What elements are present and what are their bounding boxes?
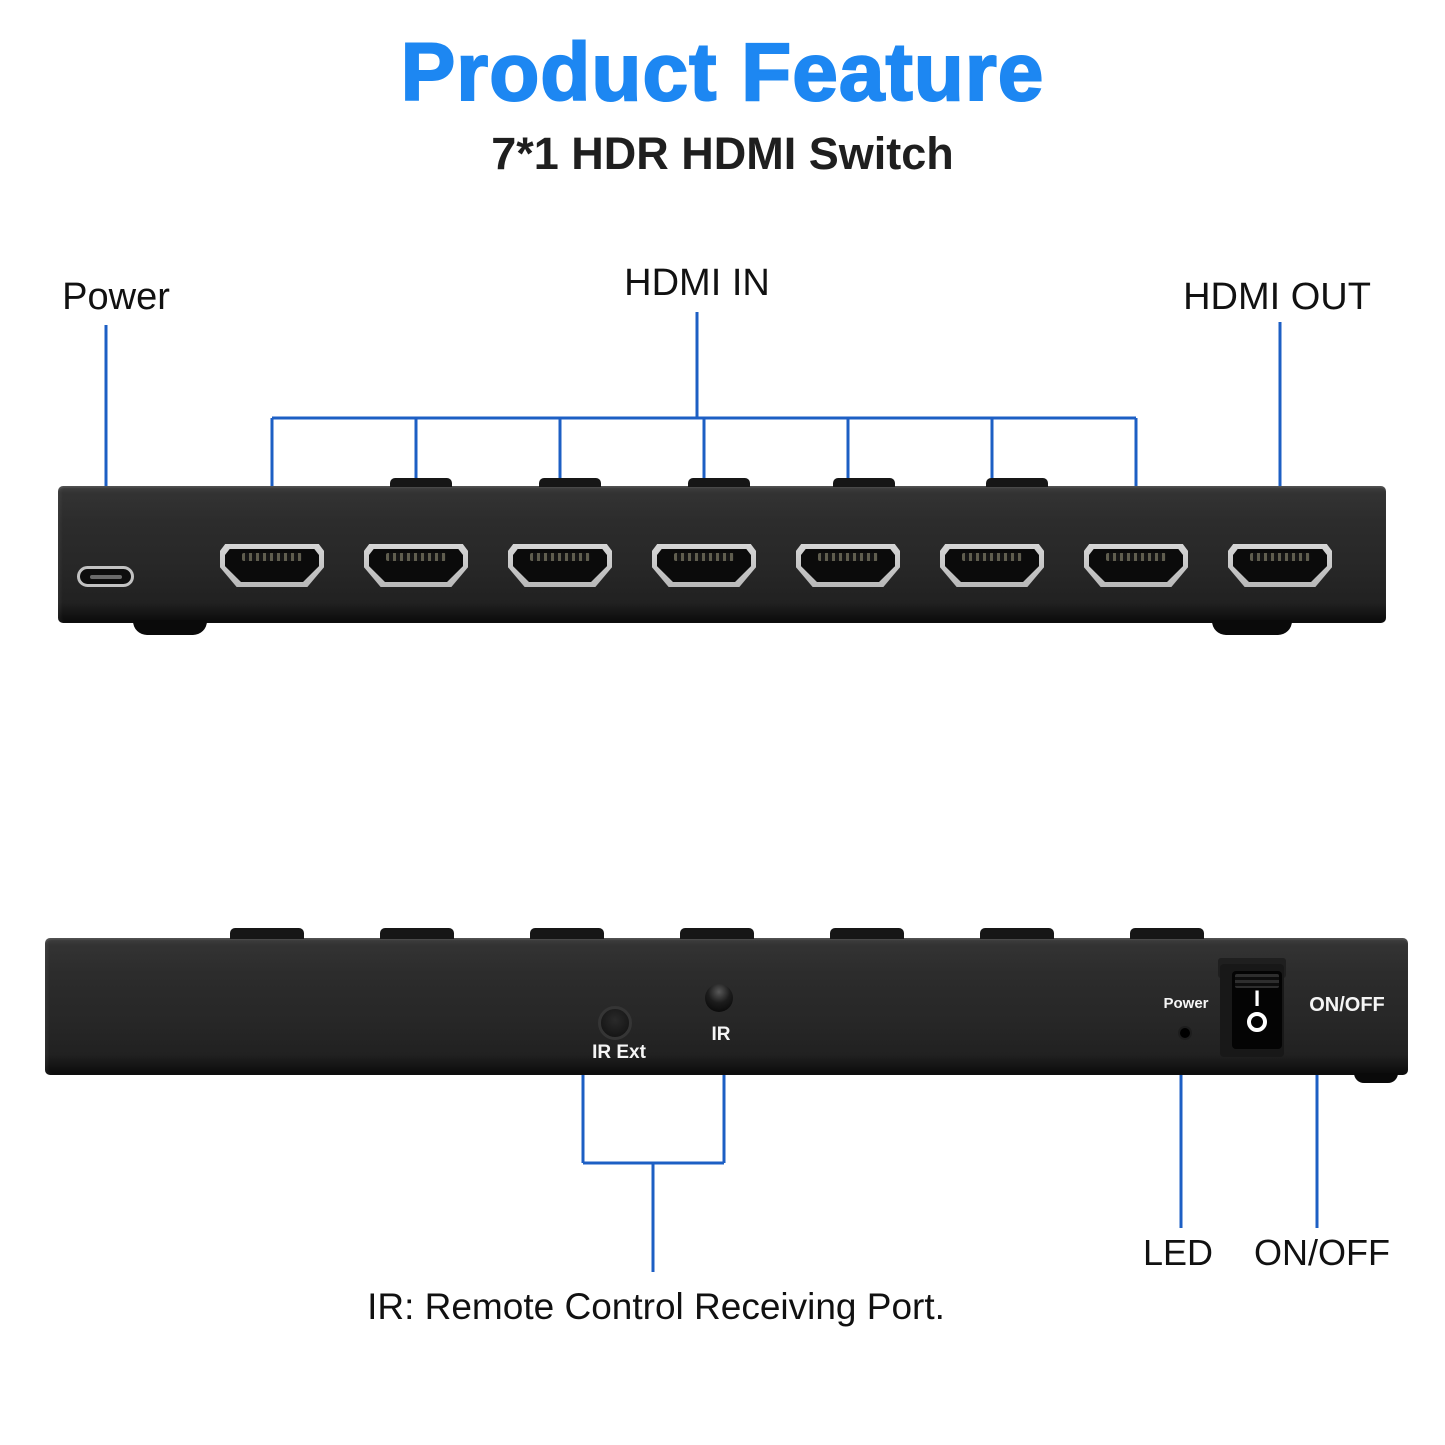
switch-off-mark — [1247, 1012, 1267, 1032]
ir-receiver-icon — [705, 984, 733, 1012]
on-off-device-label: ON/OFF — [1309, 994, 1385, 1016]
hdmi-in-port-7 — [1084, 544, 1188, 587]
rear-top-tab-1 — [230, 928, 304, 939]
rear-top-tab-5 — [830, 928, 904, 939]
hdmi-pins — [961, 553, 1023, 561]
caption-on-off: ON/OFF — [1254, 1232, 1390, 1273]
rear-top-tab-7 — [1130, 928, 1204, 939]
hdmi-in-port-2 — [364, 544, 468, 587]
rear-top-tab-6 — [980, 928, 1054, 939]
hdmi-in-port-6 — [940, 544, 1044, 587]
rear-top-tab-2 — [380, 928, 454, 939]
device-top-tab-3 — [688, 478, 750, 487]
ir-ext-label: IR Ext — [592, 1042, 646, 1063]
rocker-body[interactable]: I — [1232, 971, 1282, 1049]
device-top-tab-4 — [833, 478, 895, 487]
rear-top-tab-3 — [530, 928, 604, 939]
hdmi-in-port-5 — [796, 544, 900, 587]
hdmi-pins — [1249, 553, 1311, 561]
hdmi-out-port — [1228, 544, 1332, 587]
hdmi-in-port-3 — [508, 544, 612, 587]
power-led-label: Power — [1163, 995, 1209, 1012]
power-rocker-switch[interactable]: I — [1218, 958, 1286, 1057]
power-led-icon — [1180, 1028, 1190, 1038]
ir-ext-jack-icon — [598, 1006, 632, 1040]
hdmi-in-port-1 — [220, 544, 324, 587]
hdmi-pins — [1105, 553, 1167, 561]
rear-panel-device: IR Ext IR Power I ON/OFF — [45, 928, 1408, 1083]
device-top-tab-1 — [390, 478, 452, 487]
hdmi-pins — [817, 553, 879, 561]
device-top-tab-2 — [539, 478, 601, 487]
front-panel-device — [58, 478, 1386, 635]
device-top-tab-5 — [986, 478, 1048, 487]
caption-ir-note: IR: Remote Control Receiving Port. — [367, 1286, 945, 1327]
label-hdmi-in: HDMI IN — [624, 262, 770, 304]
hdmi-pins — [673, 553, 735, 561]
page-title: Product Feature — [400, 26, 1045, 119]
page-subtitle: 7*1 HDR HDMI Switch — [491, 128, 954, 179]
switch-on-mark: I — [1253, 986, 1261, 1011]
hdmi-pins — [241, 553, 303, 561]
rear-top-tab-4 — [680, 928, 754, 939]
label-power-front: Power — [62, 276, 170, 318]
device-foot-left — [133, 620, 207, 635]
label-hdmi-out: HDMI OUT — [1183, 276, 1371, 318]
rocker-cap — [1235, 974, 1279, 988]
hdmi-pins — [385, 553, 447, 561]
on-off-callout-line — [1257, 1050, 1319, 1228]
hdmi-in-port-4 — [652, 544, 756, 587]
ir-label: IR — [711, 1024, 731, 1045]
rear-foot-right — [1354, 1073, 1398, 1083]
device-foot-right — [1212, 620, 1292, 635]
usb-c-tongue — [89, 574, 122, 579]
hdmi-pins — [529, 553, 591, 561]
caption-led: LED — [1142, 1232, 1214, 1273]
usb-c-power-port-icon — [77, 566, 134, 587]
